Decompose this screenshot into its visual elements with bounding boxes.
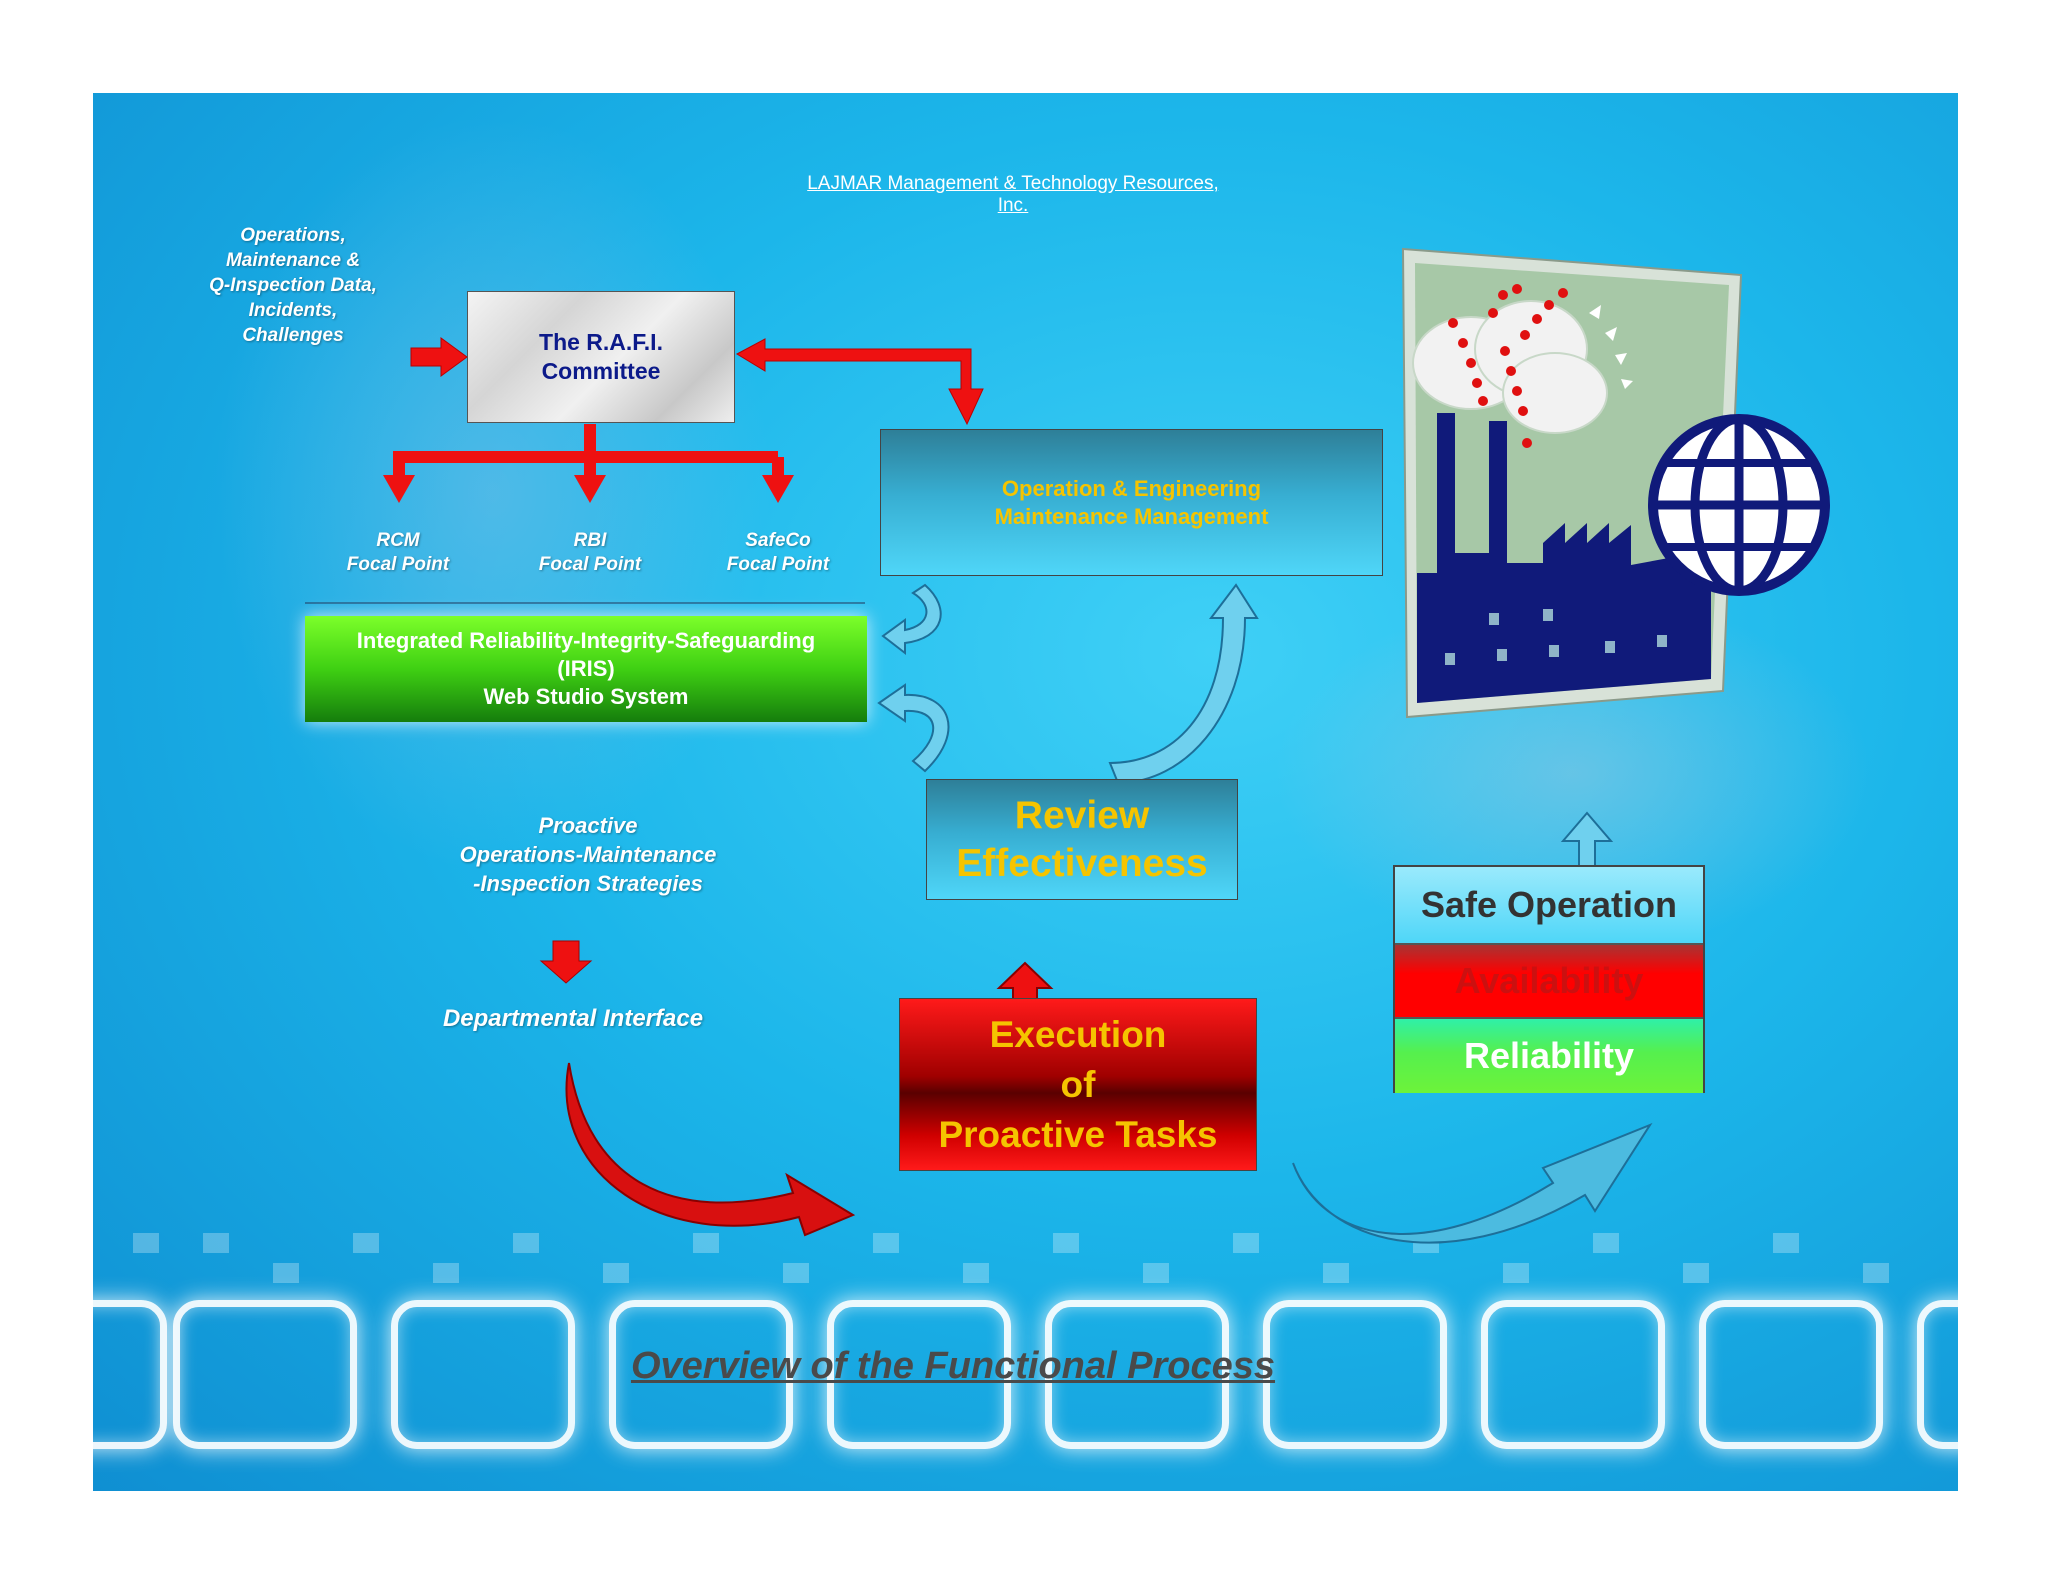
review-line: Effectiveness <box>956 841 1208 885</box>
departmental-interface-label: Departmental Interface <box>442 1005 704 1032</box>
focal-point-rbi: RBI Focal Point <box>515 529 665 577</box>
iris-system-box: Integrated Reliability-Integrity-Safegua… <box>305 616 867 722</box>
outcomes-stack: Safe Operation Availability Reliability <box>1393 865 1705 1093</box>
blue-arrows <box>877 583 1653 1244</box>
strategy-line: Proactive <box>538 813 638 838</box>
strategy-line: Operations-Maintenance <box>459 842 717 867</box>
review-effectiveness-box: Review Effectiveness <box>926 779 1238 900</box>
safe-operation-band: Safe Operation <box>1395 867 1703 945</box>
focal-sub: Focal Point <box>538 554 642 575</box>
safeco-arrow <box>762 457 794 503</box>
execution-line: of <box>1060 1063 1096 1105</box>
iris-line: (IRIS) <box>557 656 615 681</box>
review-line: Review <box>1014 793 1150 837</box>
iris-line: Integrated Reliability-Integrity-Safegua… <box>356 628 816 653</box>
divider-line <box>305 602 865 604</box>
windows <box>1445 609 1667 665</box>
input-line: Maintenance & <box>225 250 361 271</box>
input-line: Challenges <box>242 325 344 346</box>
sun-rays <box>1589 305 1633 389</box>
availability-band: Availability <box>1395 945 1703 1019</box>
oem-to-iris-arrow-1 <box>881 583 942 656</box>
input-line: Incidents, <box>248 300 338 321</box>
rbi-arrow <box>574 457 606 503</box>
factory-base <box>1417 413 1711 703</box>
strategy-down-arrow <box>539 940 593 984</box>
company-header: LAJMAR Management & Technology Resources… <box>807 173 1219 216</box>
execution-to-outcomes-arrow <box>1292 1122 1653 1244</box>
bg-figure-glow <box>213 113 773 873</box>
input-data-text: Operations, Maintenance & Q-Inspection D… <box>193 223 393 348</box>
input-arrow <box>410 337 468 377</box>
stem-down <box>584 424 596 454</box>
oem-management-box: Operation & Engineering Maintenance Mana… <box>880 429 1383 576</box>
rafi-committee-box: The R.A.F.I. Committee <box>467 291 735 423</box>
focal-point-rcm: RCM Focal Point <box>323 529 473 577</box>
focal-name: RCM <box>376 530 420 551</box>
input-line: Q-Inspection Data, <box>209 275 377 296</box>
input-line: Operations, <box>240 225 346 246</box>
strategies-text: Proactive Operations-Maintenance -Inspec… <box>433 811 743 898</box>
focal-name: RBI <box>573 530 607 551</box>
rcm-arrow <box>383 457 415 503</box>
committee-line: The R.A.F.I. <box>539 329 663 355</box>
slide: LAJMAR Management & Technology Resources… <box>93 93 1958 1491</box>
reliability-band: Reliability <box>1395 1019 1703 1093</box>
smoke-dots <box>1448 284 1568 448</box>
committee-link-arrow <box>735 338 984 426</box>
globe-icon <box>1648 414 1830 596</box>
strategy-line: -Inspection Strategies <box>473 871 703 896</box>
curved-red-arrow <box>565 1062 856 1237</box>
execution-line: Proactive Tasks <box>938 1113 1218 1155</box>
focal-sub: Focal Point <box>726 554 830 575</box>
safe-to-plant-arrow <box>1560 811 1614 870</box>
oem-line: Operation & Engineering <box>1001 475 1262 501</box>
review-to-iris-arrow <box>877 683 950 773</box>
committee-line: Committee <box>541 358 661 384</box>
oem-line: Maintenance Management <box>994 503 1269 529</box>
focal-sub: Focal Point <box>346 554 450 575</box>
review-to-oem-arrow <box>1108 583 1259 785</box>
footer-title: Overview of the Functional Process <box>630 1345 1276 1387</box>
factory-illustration <box>1401 247 1743 719</box>
execution-line: Execution <box>989 1013 1167 1055</box>
focal-name: SafeCo <box>745 530 811 551</box>
focal-point-safeco: SafeCo Focal Point <box>703 529 853 577</box>
execution-tasks-box: Execution of Proactive Tasks <box>899 998 1257 1171</box>
iris-line: Web Studio System <box>483 684 689 709</box>
